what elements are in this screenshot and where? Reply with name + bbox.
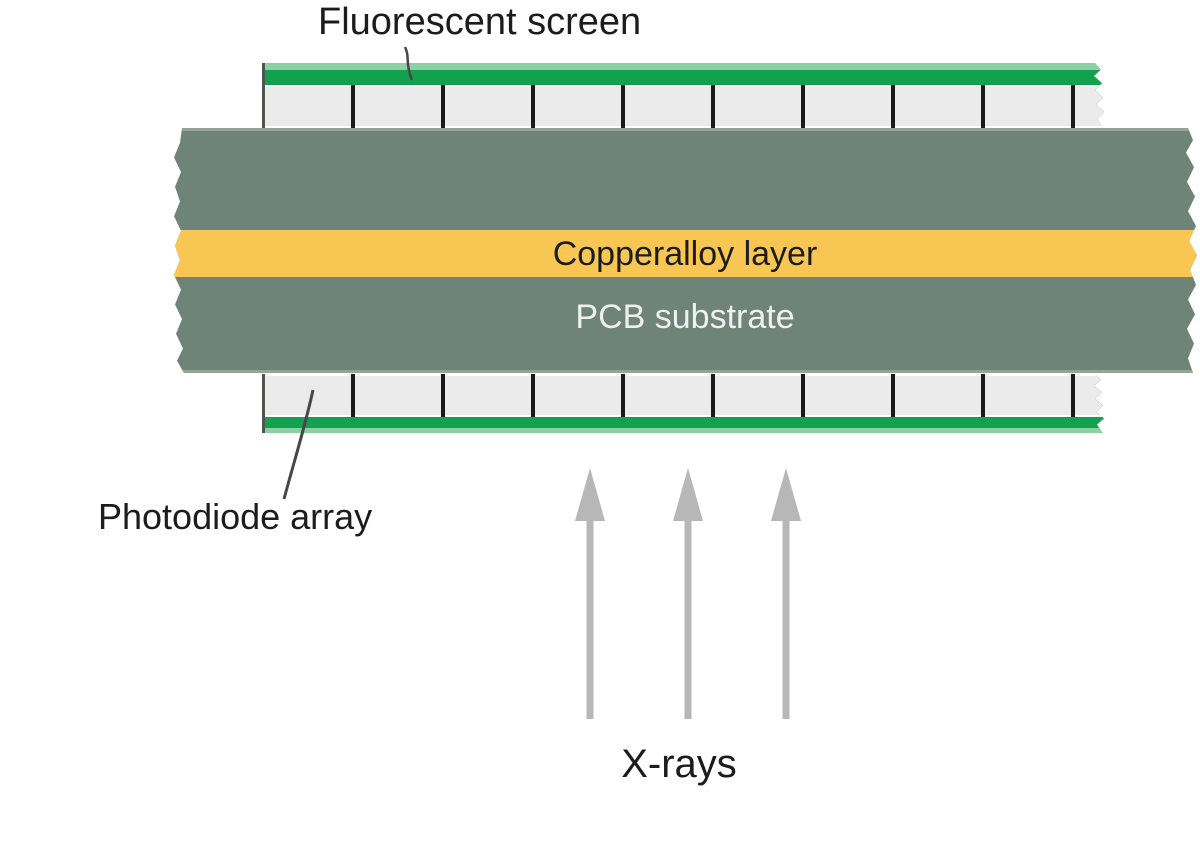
pcb-body: Copperalloy layer PCB substrate bbox=[174, 128, 1197, 373]
pcb-top-edge bbox=[174, 128, 1197, 131]
photodiode-segment bbox=[805, 85, 891, 128]
photodiode-segment bbox=[985, 85, 1071, 128]
photodiode-segment bbox=[895, 374, 981, 417]
pcb-substrate-label: PCB substrate bbox=[575, 298, 795, 336]
photodiode-segment bbox=[1075, 374, 1104, 417]
photodiode-segment bbox=[895, 85, 981, 128]
photodiode-segment bbox=[715, 85, 801, 128]
photodiode-array-bottom bbox=[265, 374, 1104, 417]
bottom-detector-assembly bbox=[262, 374, 1104, 433]
photodiode-segment bbox=[715, 374, 801, 417]
copper-alloy-band bbox=[174, 230, 1197, 277]
photodiode-segment bbox=[265, 85, 351, 128]
photodiode-segment bbox=[625, 85, 711, 128]
copper-alloy-label: Copperalloy layer bbox=[552, 235, 818, 273]
photodiode-segment bbox=[355, 374, 441, 417]
photodiode-segment bbox=[535, 374, 621, 417]
photodiode-segment bbox=[265, 374, 351, 417]
photodiode-array-label: Photodiode array bbox=[98, 496, 373, 537]
photodiode-segment bbox=[805, 374, 891, 417]
xray-arrows-group bbox=[571, 458, 805, 722]
fluorescent-screen-strip-top bbox=[265, 63, 1104, 85]
xray-arrow bbox=[571, 458, 609, 722]
fluorescent-screen-label: Fluorescent screen bbox=[318, 1, 642, 43]
photodiode-segment bbox=[445, 85, 531, 128]
pcb-bottom-edge bbox=[174, 370, 1197, 373]
xrays-label: X-rays bbox=[621, 742, 737, 786]
xray-arrow bbox=[767, 458, 805, 722]
photodiode-segment bbox=[1075, 85, 1104, 128]
photodiode-segment bbox=[535, 85, 621, 128]
photodiode-segment bbox=[445, 374, 531, 417]
photodiode-segment bbox=[985, 374, 1071, 417]
fluorescent-screen-strip-bottom bbox=[265, 417, 1104, 433]
top-detector-assembly bbox=[262, 63, 1104, 128]
xray-arrow bbox=[669, 458, 707, 722]
photodiode-segment bbox=[355, 85, 441, 128]
photodiode-segment bbox=[625, 374, 711, 417]
photodiode-array-top bbox=[265, 85, 1104, 128]
